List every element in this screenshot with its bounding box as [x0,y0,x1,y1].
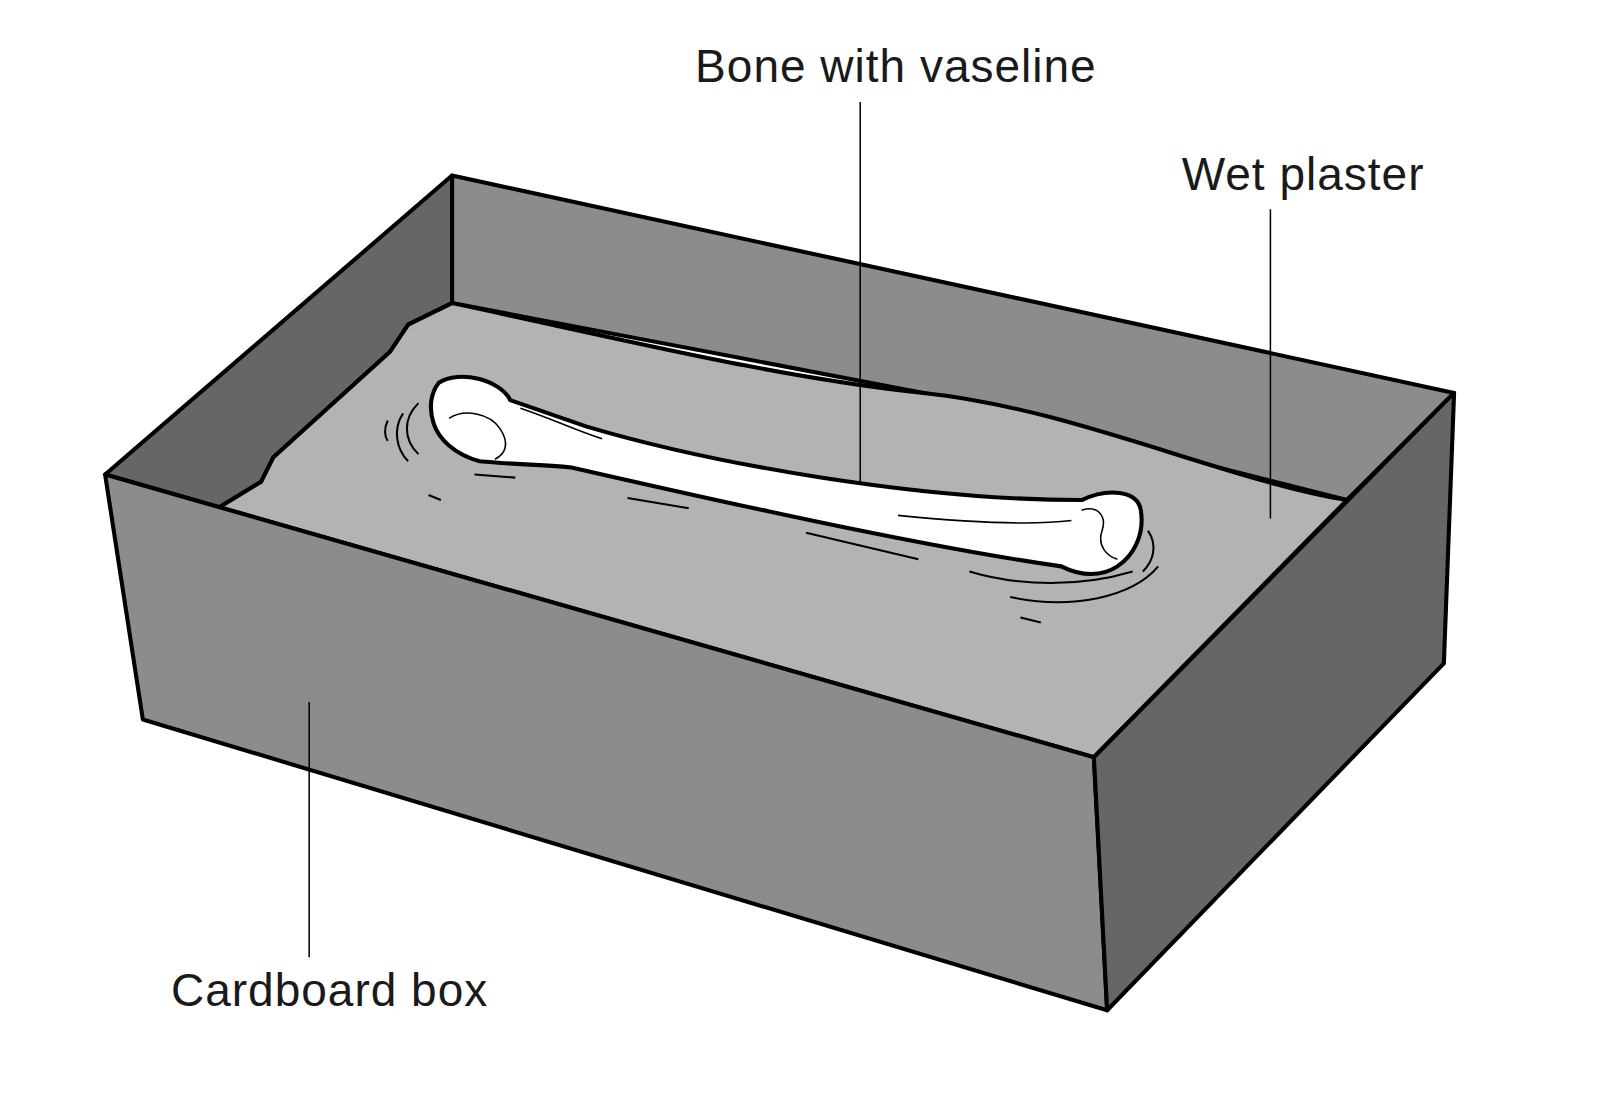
bone-contour [1082,509,1118,559]
bone-contour [449,413,506,459]
ripple [385,420,388,440]
leader-line [859,102,861,485]
bone [431,377,1142,574]
part-label: Bone with vaseline [695,41,1097,92]
right-face [1094,393,1454,1010]
bone-contour [520,408,602,439]
ripple [397,413,408,461]
ripple [474,475,515,478]
ripple [1143,531,1154,572]
part-label: Wet plaster [1182,149,1425,200]
ripple [429,495,441,500]
ripple [407,403,418,454]
part-label: Cardboard box [171,965,488,1016]
leader-line [308,702,310,957]
leader-lines [309,102,1270,957]
bone-detail [449,408,1117,559]
bone-contour [898,515,1071,523]
ripple [1020,617,1040,622]
ripple [628,498,689,508]
front-face [105,475,1107,1011]
leader-line [1270,209,1272,518]
box-drawing [105,176,1454,1011]
